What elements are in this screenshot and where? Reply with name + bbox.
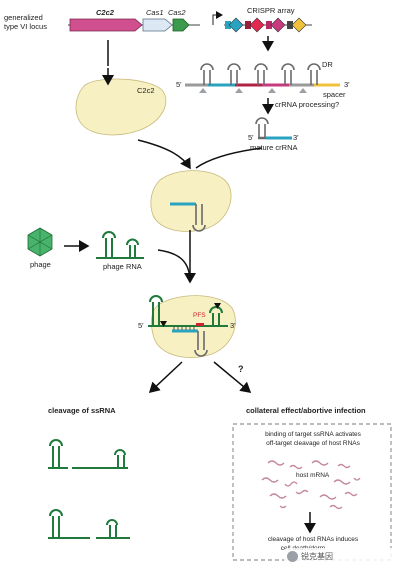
crispr-array [225, 17, 307, 33]
phage-label: phage [30, 260, 51, 269]
outcome-line1: cleavage of host RNAs induces [267, 536, 359, 543]
crispr-array-label: CRISPR array [247, 6, 295, 15]
arrow-to-target [157, 249, 196, 284]
complex-hairpin [192, 204, 206, 232]
arrow-right-branch [213, 361, 252, 393]
host-mrna-label: host mRNA [296, 472, 330, 479]
gene-label-cas1: Cas1 [146, 8, 164, 17]
gene-label-c2c2: C2c2 [96, 8, 114, 17]
question-mark: ? [238, 364, 244, 374]
bound-hairpin [194, 331, 208, 357]
target-three-prime: 3' [230, 321, 236, 330]
pre-three-prime: 3' [344, 80, 350, 89]
right-branch-title: collateral effect/abortive infection [246, 406, 366, 415]
gene-label-cas2: Cas2 [168, 8, 186, 17]
protein-label: C2c2 [137, 86, 155, 95]
wechat-icon [287, 550, 298, 562]
c2c2-crRNA-complex [150, 170, 232, 232]
mature-crRNA-label: mature crRNA [250, 143, 298, 152]
arrow-left-branch [148, 361, 183, 394]
left-branch-title: cleavage of ssRNA [48, 406, 116, 415]
mature-crRNA [255, 117, 292, 140]
pre-five-prime: 5' [176, 80, 182, 89]
cut-site-left [160, 321, 167, 327]
pfs-mark [196, 323, 204, 326]
cleaved-rna-1 [48, 439, 128, 469]
phage-rna-label: phage RNA [103, 262, 142, 271]
dr-label: DR [322, 60, 333, 69]
host-rna-fragments [261, 460, 361, 510]
phage-rna [96, 231, 144, 259]
cleaved-rna-2 [48, 509, 130, 539]
promoter-arrow [212, 11, 223, 25]
mature-three-prime: 3' [293, 133, 299, 142]
phage-facets [27, 228, 53, 256]
spacer-label: spacer [323, 90, 346, 99]
binding-line2: off-target cleavage of host RNAs [266, 440, 360, 447]
c2c2-protein [75, 78, 167, 136]
target-five-prime: 5' [138, 321, 144, 330]
binding-line1: binding of target ssRNA activates [265, 431, 361, 438]
locus-label-line1: generalized [4, 13, 43, 22]
watermark-badge: 锐克基因 [284, 548, 397, 564]
pfs-label: PFS [193, 312, 206, 319]
arrow-crRNA-merge [195, 147, 263, 169]
c2c2-gene [69, 18, 143, 32]
target-rna [148, 295, 228, 327]
pre-crRNA-hairpins [200, 63, 321, 85]
base-pairing [173, 327, 195, 330]
locus-label-line2: type VI locus [4, 22, 47, 31]
cleavage-sites [199, 88, 307, 93]
cut-site-right [214, 303, 221, 309]
watermark-text: 锐克基因 [301, 551, 333, 561]
mature-five-prime: 5' [248, 133, 254, 142]
processing-label: crRNA processing? [275, 100, 340, 109]
cas2-gene [172, 18, 190, 32]
cas1-gene [142, 18, 173, 32]
arrow-protein-merge [137, 139, 191, 170]
